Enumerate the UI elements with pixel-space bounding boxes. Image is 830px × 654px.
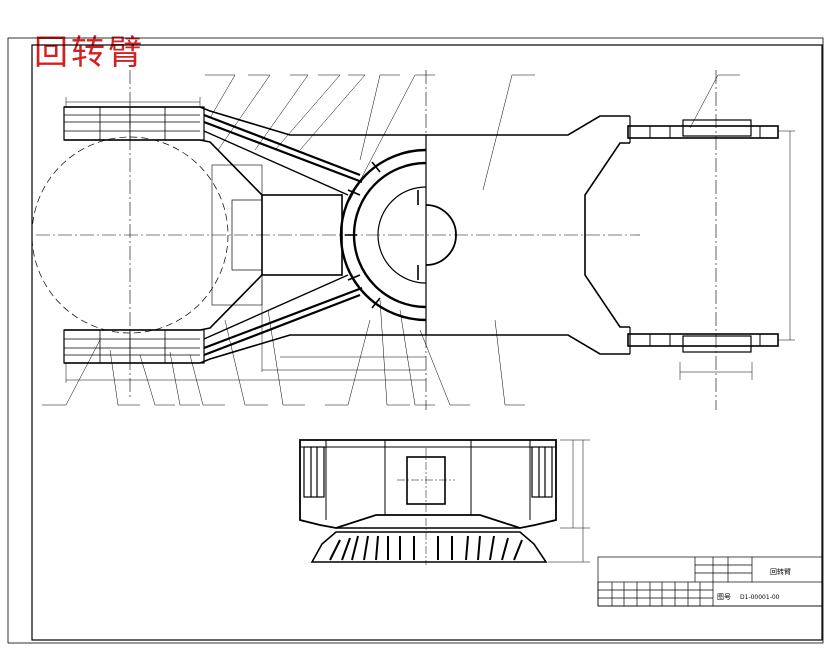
plan-view: [31, 70, 795, 410]
upper-arm-outline: [64, 106, 630, 136]
right-body-octagon: [584, 142, 630, 328]
slewing-ring-outer: [339, 148, 427, 322]
leader-lines-bottom: [42, 299, 525, 406]
dimension-lines: [65, 97, 795, 383]
upper-rail: [63, 106, 205, 141]
lower-arm-outline: [64, 334, 630, 364]
drawing-title: 回转臂: [34, 33, 145, 73]
title-block-drawing-no: D1-00001-00: [740, 594, 780, 601]
right-upper-lug: [627, 125, 779, 139]
elevation-view: [299, 439, 590, 565]
title-block: [597, 556, 823, 607]
lower-rail: [63, 329, 205, 364]
slewing-gear-base: [310, 531, 548, 563]
elevation-body: [299, 439, 557, 529]
clearance-circle: [31, 136, 229, 334]
title-block-drawing-no-label: 图号: [717, 593, 731, 601]
inner-frame: [31, 44, 823, 641]
lower-arm-inner: [64, 274, 263, 331]
slewing-ring-inner: [377, 186, 427, 284]
outer-frame: [7, 37, 824, 644]
title-block-part-name: 回转臂: [770, 567, 791, 576]
leader-lines-top: [205, 74, 740, 201]
pivot-bore: [425, 204, 457, 266]
upper-arm-inner: [64, 139, 263, 196]
